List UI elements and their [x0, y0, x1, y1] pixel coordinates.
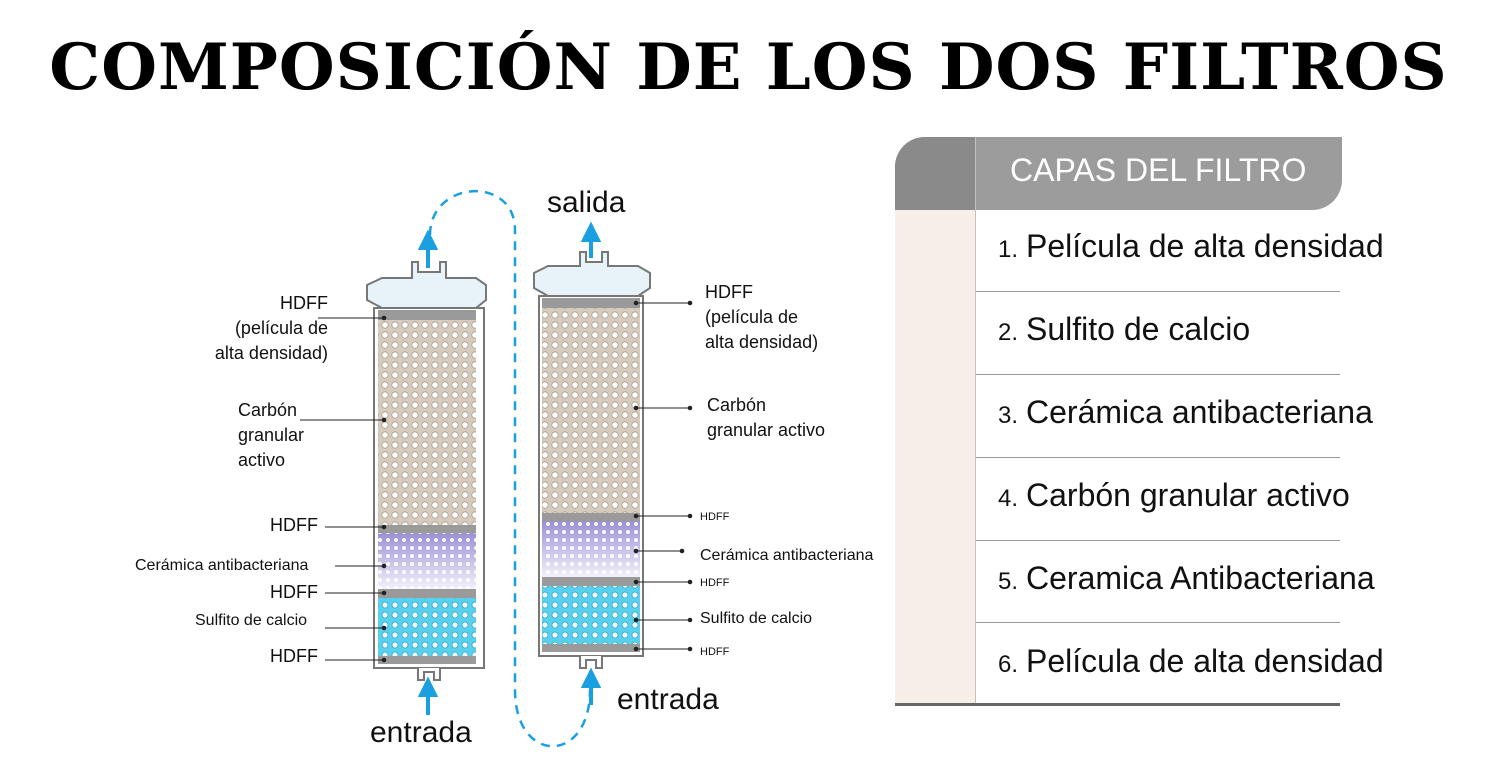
right-label-ceramic: Cerámica antibacteriana [700, 547, 874, 564]
left-label-hdff-top: HDFF (película de alta densidad) [200, 291, 328, 366]
right-label-hdff-low: HDFF [700, 577, 730, 589]
table-row: 2. Sulfito de calcio [998, 311, 1250, 348]
right-label-sulfite: Sulfito de calcio [700, 610, 813, 627]
table-row: 5. Ceramica Antibacteriana [998, 560, 1375, 597]
table-row-label: Sulfito de calcio [1026, 311, 1251, 347]
left-label-carbon-line3: activo [238, 450, 286, 470]
table-row: 4. Carbón granular activo [998, 477, 1350, 514]
right-label-carbon: Carbón granular activo [707, 393, 825, 443]
table-row-number: 5. [998, 568, 1019, 595]
table-row-label: Carbón granular activo [1026, 477, 1350, 513]
table-row-label: Película de alta densidad [1026, 228, 1384, 264]
right-outlet-arrow [580, 221, 602, 258]
right-label-carbon-line2: granular activo [707, 420, 826, 440]
left-filter [300, 229, 487, 715]
table-row-separator [976, 540, 1340, 541]
table-row-number: 6. [998, 651, 1019, 678]
table-row-number: 2. [998, 319, 1019, 346]
left-label-carbon: Carbón granular activo [238, 398, 304, 473]
left-label-hdff-top-line1: HDFF [280, 293, 328, 313]
flow-connector [428, 190, 592, 748]
table-header-corner [895, 137, 975, 210]
right-inlet-label: entrada [617, 683, 719, 716]
table-row: 3. Cerámica antibacteriana [998, 394, 1373, 431]
right-label-hdff-top-line3: alta densidad) [705, 332, 819, 352]
left-label-hdff-low: HDFF [270, 582, 318, 602]
right-carbon-layer [542, 308, 640, 513]
right-inlet-arrow [580, 667, 602, 705]
right-label-hdff-top: HDFF (película de alta densidad) [705, 280, 818, 355]
left-outlet-arrow [417, 229, 439, 268]
table-row-number: 1. [998, 236, 1019, 263]
right-sulfite-layer [542, 586, 640, 644]
table-row-label: Ceramica Antibacteriana [1026, 560, 1375, 596]
right-label-hdff-mid: HDFF [700, 511, 730, 523]
table-row: 1. Película de alta densidad [998, 228, 1384, 265]
right-label-hdff-top-line1: HDFF [705, 282, 753, 302]
table-row-separator [976, 457, 1340, 458]
table-row-number: 3. [998, 402, 1019, 429]
table-row-number: 4. [998, 485, 1019, 512]
left-label-carbon-line1: Carbón [238, 400, 298, 420]
table-row-label: Cerámica antibacteriana [1026, 394, 1373, 430]
left-label-carbon-line2: granular [238, 425, 305, 445]
table-row-separator [976, 374, 1340, 375]
left-label-hdff-mid: HDFF [270, 515, 318, 535]
right-label-hdff-top-line2: (película de [705, 307, 799, 327]
right-filter [533, 221, 693, 705]
left-inlet-label: entrada [370, 716, 472, 749]
left-label-hdff-top-line2: (película de [234, 318, 328, 338]
table-header-title: CAPAS DEL FILTRO [1010, 152, 1307, 188]
left-carbon-layer [378, 320, 476, 525]
table-divider [975, 137, 976, 705]
left-label-sulfite: Sulfito de calcio [195, 612, 308, 629]
left-label-hdff-bottom: HDFF [270, 646, 318, 666]
left-inlet-arrow [417, 676, 439, 715]
table-row-separator [976, 622, 1340, 623]
right-outlet-label: salida [547, 186, 626, 219]
left-label-hdff-top-line3: alta densidad) [214, 343, 328, 363]
table-row-separator [976, 291, 1340, 292]
right-label-hdff-bottom: HDFF [700, 646, 730, 658]
page-title: COMPOSICIÓN DE LOS DOS FILTROS [49, 30, 1448, 105]
left-sulfite-layer [378, 598, 476, 656]
left-label-ceramic: Cerámica antibacteriana [135, 557, 309, 574]
right-filter-cap [533, 251, 651, 297]
left-filter-cap [366, 261, 487, 309]
table-row-label: Película de alta densidad [1026, 643, 1384, 679]
table-side-column [895, 210, 975, 705]
table-row: 6. Película de alta densidad [998, 643, 1384, 680]
right-label-carbon-line1: Carbón [707, 395, 767, 415]
table-bottom-border [895, 703, 1340, 706]
